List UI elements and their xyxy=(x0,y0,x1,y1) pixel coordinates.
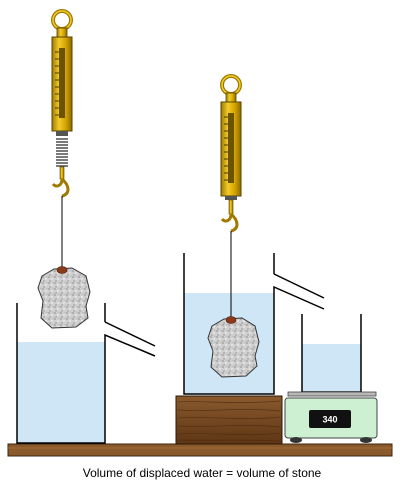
scale-pan xyxy=(287,391,377,397)
hook-icon xyxy=(220,212,239,233)
water-displaced xyxy=(302,344,361,392)
stone-left xyxy=(37,266,91,329)
spring xyxy=(56,138,68,167)
bench xyxy=(7,443,393,457)
digital-scale: 340 xyxy=(284,391,378,443)
diagram-caption: Volume of displaced water = volume of st… xyxy=(82,466,322,480)
catch-beaker xyxy=(301,314,362,393)
spring-balance-left xyxy=(51,9,73,268)
scale-reading: 340 xyxy=(322,415,337,425)
scale-display xyxy=(309,410,351,428)
stone-middle xyxy=(207,316,260,378)
hook-icon xyxy=(51,177,70,198)
water-left xyxy=(17,342,105,443)
wooden-block xyxy=(175,395,283,445)
overflow-beaker-left xyxy=(16,303,156,444)
spring-balance-middle xyxy=(220,74,242,318)
